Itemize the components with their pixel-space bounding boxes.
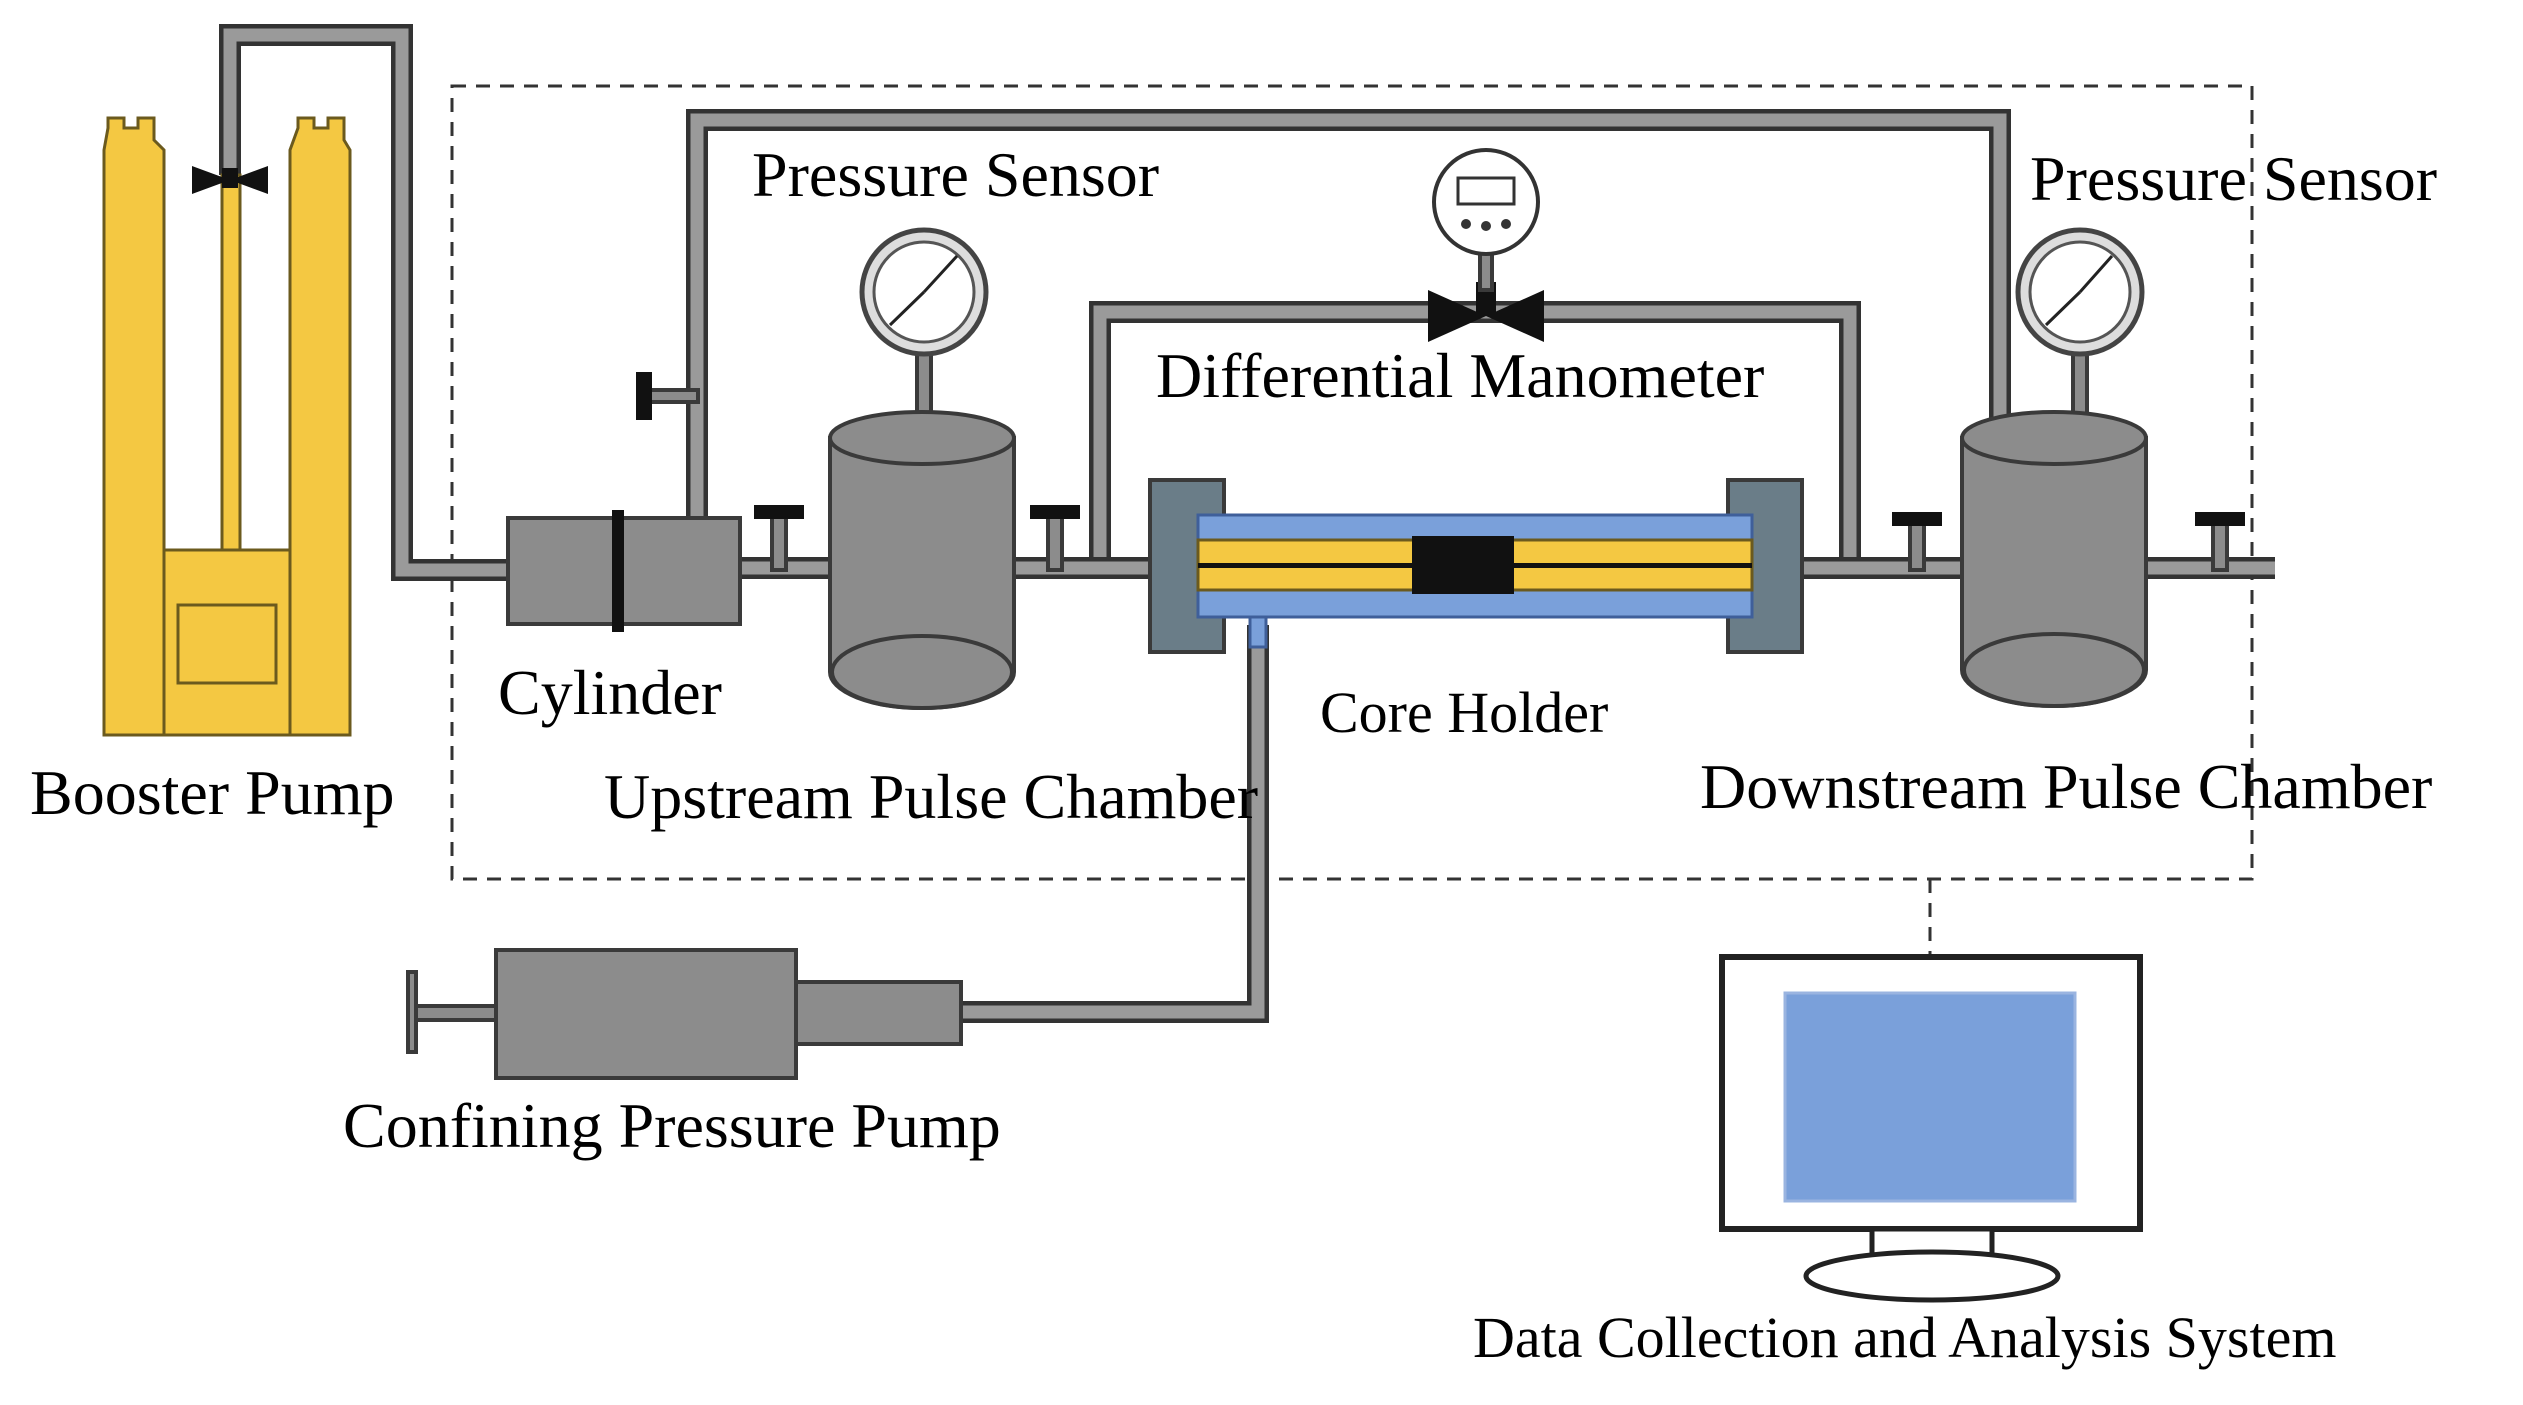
core-holder	[1148, 478, 1804, 654]
downstream-pulse-chamber-label: Downstream Pulse Chamber	[1700, 751, 2432, 822]
confining-pressure-pump-label: Confining Pressure Pump	[343, 1090, 1001, 1161]
valve-handle-icon[interactable]	[1030, 505, 1080, 572]
pressure-gauge-icon	[2015, 227, 2145, 357]
cylinder	[506, 510, 742, 632]
digital-manometer-icon	[1432, 148, 1540, 292]
booster-pump-label: Booster Pump	[30, 757, 394, 828]
monitor-icon	[1719, 954, 2143, 1303]
pressure-sensor-upstream-label: Pressure Sensor	[752, 139, 1159, 210]
downstream-pulse-chamber	[1960, 410, 2148, 708]
monitor-screen	[1783, 991, 2077, 1203]
booster-pump	[102, 116, 352, 737]
system-boundary-dashed	[450, 84, 2254, 881]
core-holder-label: Core Holder	[1320, 680, 1608, 745]
valve-icon[interactable]	[192, 166, 268, 194]
confining-pressure-pump	[406, 948, 963, 1080]
pressure-gauge-icon	[859, 227, 989, 357]
valve-handle-icon[interactable]	[636, 372, 700, 420]
valve-handle-icon[interactable]	[2195, 512, 2245, 572]
upstream-pulse-chamber-label: Upstream Pulse Chamber	[604, 761, 1258, 832]
valve-handle-icon[interactable]	[754, 505, 804, 572]
upstream-pulse-chamber	[828, 410, 1016, 710]
differential-manometer-label: Differential Manometer	[1156, 340, 1764, 411]
data-system-label: Data Collection and Analysis System	[1473, 1305, 2336, 1370]
pressure-sensor-downstream-label: Pressure Sensor	[2030, 143, 2437, 214]
valve-handle-icon[interactable]	[1892, 512, 1942, 572]
cylinder-label: Cylinder	[498, 657, 722, 728]
